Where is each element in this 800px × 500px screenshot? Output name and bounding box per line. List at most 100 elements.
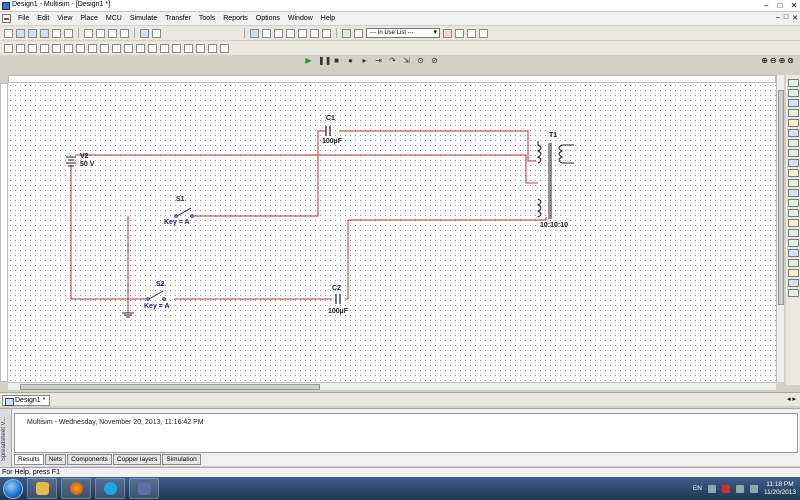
component-wizard-icon[interactable] <box>322 28 331 38</box>
menu-reports[interactable]: Reports <box>223 15 248 22</box>
place-indicator-icon[interactable] <box>112 43 121 53</box>
cut-icon[interactable] <box>84 28 93 38</box>
menu-edit[interactable]: Edit <box>37 15 50 22</box>
s1-switch[interactable] <box>174 207 194 218</box>
place-mixed-icon[interactable] <box>100 43 109 53</box>
place-misc-digital-icon[interactable] <box>88 43 97 53</box>
v2-battery[interactable] <box>66 156 76 167</box>
function-generator-icon[interactable] <box>787 89 799 97</box>
place-ni-icon[interactable] <box>184 43 193 53</box>
agilent-multimeter-icon[interactable] <box>787 229 799 237</box>
current-probe-icon[interactable] <box>787 279 799 287</box>
run-simulation-icon[interactable]: ▶ <box>305 56 312 65</box>
wattmeter-icon[interactable] <box>787 99 799 107</box>
delete-icon[interactable] <box>120 28 129 38</box>
database-manager-icon[interactable] <box>310 28 319 38</box>
undo-icon[interactable] <box>140 28 149 38</box>
print-icon[interactable] <box>52 28 61 38</box>
step-out-icon[interactable]: ⇥ <box>375 56 382 65</box>
network-icon[interactable] <box>735 484 744 493</box>
language-indicator[interactable]: EN <box>692 485 702 492</box>
close-button[interactable]: ✕ <box>790 1 798 10</box>
step-icon[interactable]: ▸ <box>362 56 367 65</box>
schematic-canvas[interactable]: V2 50 V S1 Key = A S2 Key = A <box>8 83 776 382</box>
doc-close-button[interactable]: ✕ <box>792 15 798 22</box>
logic-analyzer-icon[interactable] <box>787 169 799 177</box>
place-cmos-icon[interactable] <box>76 43 85 53</box>
frequency-counter-icon[interactable] <box>787 139 799 147</box>
run-to-cursor-icon[interactable]: ⇲ <box>403 56 410 65</box>
iv-analyzer-icon[interactable] <box>787 179 799 187</box>
electrical-rules-icon[interactable] <box>354 28 363 38</box>
pause-simulation-icon[interactable]: ❚❚ <box>318 56 332 65</box>
tray-arrow-icon[interactable] <box>707 484 716 493</box>
oscilloscope-icon[interactable] <box>787 109 799 117</box>
place-bus-icon[interactable] <box>220 43 229 53</box>
save-icon[interactable] <box>40 28 49 38</box>
menu-transfer[interactable]: Transfer <box>165 15 191 22</box>
in-use-list-dropdown[interactable]: --- In Use List --- <box>366 28 440 38</box>
hierarchical-block-icon[interactable] <box>208 43 217 53</box>
wire-v2-bottom[interactable] <box>70 165 146 300</box>
document-menu-icon[interactable] <box>2 14 11 23</box>
taskbar-skype[interactable] <box>95 478 125 499</box>
taskbar-multisim[interactable] <box>129 478 159 499</box>
probe-icon[interactable] <box>787 289 799 297</box>
tab-nets[interactable]: Nets <box>44 454 67 465</box>
ni-elvis-icon[interactable] <box>787 269 799 277</box>
help-icon[interactable] <box>479 28 488 38</box>
tab-copper-layers[interactable]: Copper layers <box>112 454 162 465</box>
wire-v2-top[interactable] <box>76 154 538 184</box>
distortion-analyzer-icon[interactable] <box>787 189 799 197</box>
labview-icon[interactable] <box>787 259 799 267</box>
taskbar-firefox[interactable] <box>61 478 91 499</box>
wire-s1-to-c1[interactable] <box>194 130 326 217</box>
place-misc-icon[interactable] <box>136 43 145 53</box>
copy-icon[interactable] <box>96 28 105 38</box>
tray-app-icon[interactable] <box>721 484 730 493</box>
multimeter-icon[interactable] <box>787 79 799 87</box>
tektronix-oscilloscope-icon[interactable] <box>787 249 799 257</box>
menu-view[interactable]: View <box>57 15 73 22</box>
stop-simulation-icon[interactable]: ■ <box>334 56 339 65</box>
remove-breakpoints-icon[interactable]: ⊘ <box>431 56 438 65</box>
menu-help[interactable]: Help <box>320 15 336 22</box>
agilent-generator-icon[interactable] <box>787 219 799 227</box>
place-rf-icon[interactable] <box>160 43 169 53</box>
place-analog-icon[interactable] <box>52 43 61 53</box>
horizontal-scrollbar[interactable] <box>8 382 776 390</box>
volume-icon[interactable] <box>749 484 758 493</box>
menu-window[interactable]: Window <box>287 15 313 22</box>
t1-transformer[interactable] <box>536 141 574 219</box>
zoom-area-icon[interactable]: ⊕ <box>778 56 786 65</box>
wire-c2-to-t1[interactable] <box>345 217 547 300</box>
vertical-scrollbar[interactable] <box>776 75 784 382</box>
four-channel-oscilloscope-icon[interactable] <box>787 119 799 127</box>
ultiboard-icon[interactable] <box>443 28 452 38</box>
tab-design1[interactable]: Design1 * <box>2 395 51 406</box>
interactive-icon[interactable]: ● <box>348 56 353 65</box>
ground-symbol[interactable] <box>122 312 134 318</box>
place-advanced-peripherals-icon[interactable] <box>148 43 157 53</box>
open-folder-icon[interactable] <box>16 28 25 38</box>
open-samples-icon[interactable] <box>28 28 37 38</box>
menu-place[interactable]: Place <box>80 15 98 22</box>
start-button-icon[interactable] <box>3 478 23 499</box>
network-analyzer-icon[interactable] <box>787 209 799 217</box>
spectrum-analyzer-icon[interactable] <box>787 199 799 207</box>
place-power-icon[interactable] <box>124 43 133 53</box>
place-ttl-icon[interactable] <box>64 43 73 53</box>
agilent-oscilloscope-icon[interactable] <box>787 239 799 247</box>
wire-c1-to-t1[interactable] <box>339 130 536 162</box>
find-examples-icon[interactable] <box>467 28 476 38</box>
doc-restore-button[interactable]: □ <box>783 14 789 21</box>
redo-icon[interactable] <box>152 28 161 38</box>
c1-capacitor[interactable] <box>325 126 331 136</box>
c2-capacitor[interactable] <box>335 294 341 304</box>
place-basic-icon[interactable] <box>16 43 25 53</box>
place-transistor-icon[interactable] <box>40 43 49 53</box>
place-mcu-icon[interactable] <box>196 43 205 53</box>
paste-icon[interactable] <box>108 28 117 38</box>
sim-list-icon[interactable] <box>298 28 307 38</box>
doc-minimize-button[interactable]: – <box>775 14 780 21</box>
